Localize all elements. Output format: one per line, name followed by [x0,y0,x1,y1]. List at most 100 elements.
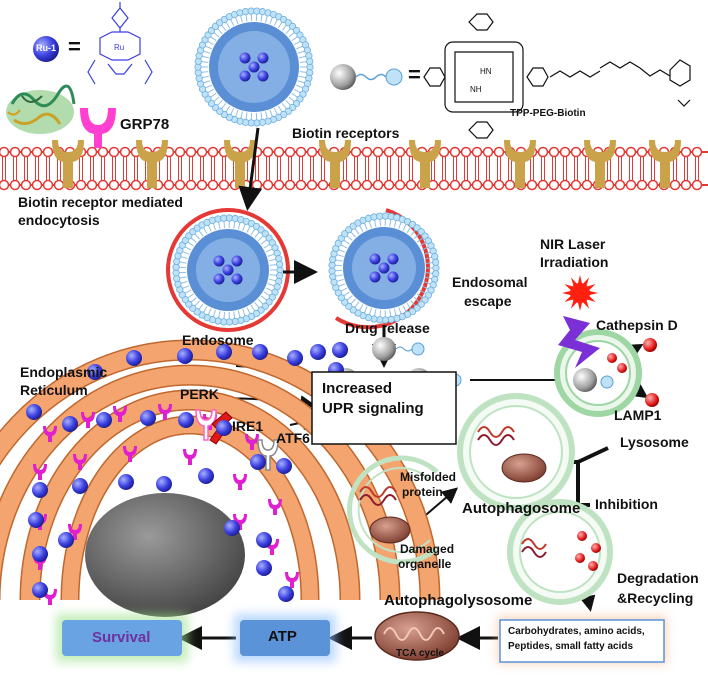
lipid-head [108,179,120,191]
ru1-sphere [239,70,251,82]
peg-chain [210,92,217,98]
peg-chain [379,309,382,317]
lipid-head [537,179,549,191]
grp78-label: GRP78 [120,116,170,133]
peg-chain [281,24,287,31]
damaged-label-line1: Damaged [400,542,455,556]
peg-chain [268,258,276,262]
lipid-head [295,179,307,191]
peg-chain [350,298,356,305]
ru1-sphere [369,253,381,265]
peg-chain [221,103,227,110]
damaged-label-line2: organelle [398,557,452,571]
peg-chain [423,281,431,285]
grp78-protein-icon [6,84,76,134]
peg-chain [263,291,271,297]
lipid-head [273,179,285,191]
peg-chain [297,50,305,54]
peg-chain [354,228,360,235]
lipid-head [438,146,450,158]
perk-label: PERK [180,386,219,402]
lipid-head [0,146,10,158]
lipid-head [196,146,208,158]
peg-chain [257,235,264,242]
lipid-head [372,146,384,158]
peg-chain [179,261,187,264]
ru1-sphere [222,264,234,276]
grp78-icon [233,474,247,490]
peg-chain [265,248,273,253]
peg-chain [269,274,277,276]
lipid-head [460,179,472,191]
lipid-head [603,179,615,191]
autophagosome-label: Autophagosome [462,500,581,517]
lipid-head [691,179,703,191]
peg-chain [269,109,273,117]
peg-chain [180,280,188,284]
peg-chain [237,310,241,318]
ru1-sphere [256,560,272,576]
biotin-head [306,57,314,65]
ru1-sphere [140,410,156,426]
ru1-sphere [252,344,268,360]
grp78-icon [245,434,259,450]
lipid-head [20,146,32,158]
peg-chain [260,14,263,22]
lipid-head [548,179,560,191]
lipid-head [97,146,109,158]
endosome [166,208,290,332]
ru1-sphere [213,273,225,285]
degradation-label-line1: Degradation [617,570,699,586]
lipid-head [504,179,516,191]
biotin-head [276,260,284,268]
peg-chain [406,302,412,310]
degradation-label-line2: &Recycling [617,590,694,606]
nanoparticle-equals-sign: = [408,62,421,87]
grp78-icon [183,449,197,465]
ru1-sphere [378,262,390,274]
tpp-peg-biotin-label: TPP-PEG-Biotin [510,108,586,119]
peg-chain [297,80,305,84]
peg-chain [267,253,275,257]
lipid-head [559,179,571,191]
peg-chain [190,237,197,243]
lipid-head [262,146,274,158]
ru1-sphere [28,512,44,528]
peg-chain [235,17,239,25]
peg-chain [393,308,397,316]
peg-chain [230,108,235,115]
peg-chain [363,306,368,314]
peg-chain [265,287,273,292]
peg-chain [343,291,350,297]
ru1-sphere [32,546,48,562]
lipid-head [680,146,692,158]
peg-chain [223,311,226,319]
peg-chain [263,243,271,249]
peg-chain [296,45,303,50]
lysosome-label: Lysosome [620,434,689,450]
lipid-head [394,146,406,158]
lipid-head [108,146,120,158]
lipid-head [86,179,98,191]
er-label-line2: Reticulum [20,382,88,398]
peg-chain [421,285,429,290]
phagophore [347,455,439,565]
peg-chain [180,256,188,260]
peg-chain [210,36,217,42]
peg-chain [419,289,427,295]
lipid-head [9,179,21,191]
cathepsin-label: Cathepsin D [596,317,678,333]
grp78-icon [285,572,299,588]
lipid-head [174,179,186,191]
lipid-head [218,179,230,191]
peg-chain [203,227,208,234]
peg-chain [201,71,209,73]
atp-box [240,620,330,656]
peg-chain [425,262,433,264]
peg-chain [240,111,243,119]
peg-chain [184,289,192,294]
endosome-label: Endosome [182,332,254,348]
ru1-structure-icon [87,2,153,85]
tpp-nh-label-2: NH [470,85,482,94]
peg-chain [281,103,287,110]
